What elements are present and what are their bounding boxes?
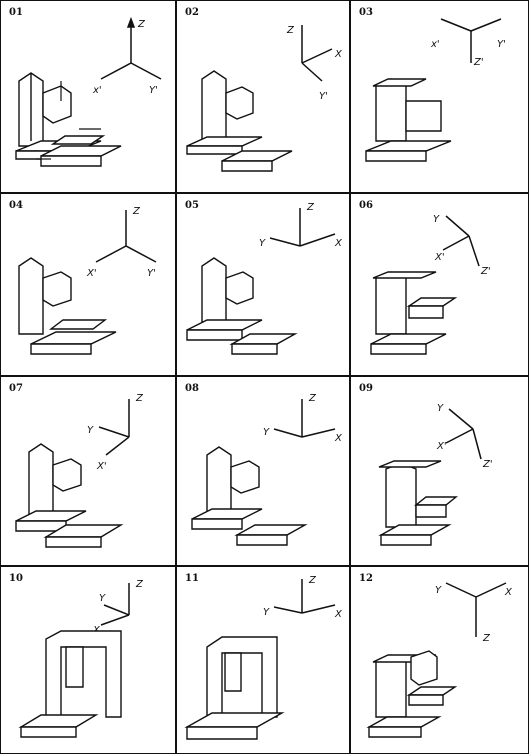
config-cell-02: 02 Z X Y' xyxy=(176,0,350,193)
axis-label-z: Z' xyxy=(473,57,484,68)
axis-label-y: Y' xyxy=(147,268,156,279)
axis-label-x: x' xyxy=(430,39,440,50)
axis-label-y: Y xyxy=(433,214,440,225)
machine-diagram: Z Y X xyxy=(184,575,343,740)
axis-label-z: Z xyxy=(482,633,491,644)
machine-diagram: Y X Z xyxy=(366,582,513,738)
axis-label-x: X xyxy=(334,609,343,620)
axis-label-x: X' xyxy=(436,441,447,452)
axis-label-y: Y' xyxy=(149,85,158,96)
cell-number: 11 xyxy=(185,573,199,584)
axis-label-x: X' xyxy=(434,252,445,263)
cell-number: 10 xyxy=(9,573,23,584)
cell-number: 03 xyxy=(359,7,373,18)
axis-label-z: Z' xyxy=(480,266,491,277)
axis-label-z: Z xyxy=(137,19,146,30)
cell-number: 02 xyxy=(185,7,199,18)
axis-label-z: Z xyxy=(286,25,295,36)
axis-label-y: Y xyxy=(437,403,444,414)
config-cell-12: 12 Y X Z xyxy=(350,566,529,754)
axis-label-y: Y xyxy=(99,593,106,604)
cell-number: 05 xyxy=(185,200,199,211)
axis-label-y: Y' xyxy=(319,91,328,102)
cell-number: 04 xyxy=(9,200,23,211)
config-cell-04: 04 Z X' Y' xyxy=(0,193,176,376)
axis-label-x: X xyxy=(504,587,513,598)
config-cell-09: 09 Y X' Z' xyxy=(350,376,529,566)
machine-diagram: Y X' Z' xyxy=(378,403,493,546)
axis-label-x: X xyxy=(334,238,343,249)
cell-number: 06 xyxy=(359,200,373,211)
axis-label-y: Y xyxy=(87,425,94,436)
config-cell-07: 07 Z Y X' xyxy=(0,376,176,566)
cell-number: 08 xyxy=(185,383,199,394)
axis-label-x: X xyxy=(334,49,343,60)
machine-diagram: Y X' Z' xyxy=(370,214,491,355)
axis-label-z: Z' xyxy=(482,459,493,470)
axis-label-z: Z xyxy=(308,575,317,586)
axis-label-z: Z xyxy=(308,393,317,404)
config-cell-03: 03 x' Y' Z' xyxy=(350,0,529,193)
axis-label-z: Z xyxy=(135,579,144,590)
axis-label-z: Z xyxy=(306,202,315,213)
axis-label-z: Z xyxy=(135,393,144,404)
axis-label-z: Z xyxy=(132,206,141,217)
machine-diagram: Z Y X xyxy=(186,202,343,355)
axis-label-x: X' xyxy=(86,268,97,279)
config-cell-11: 11 Z Y X xyxy=(176,566,350,754)
config-cell-08: 08 Z Y X xyxy=(176,376,350,566)
cell-number: 07 xyxy=(9,383,23,394)
machine-diagram: Z X' Y' xyxy=(18,206,157,355)
axis-label-y: Y xyxy=(259,238,266,249)
machine-diagram: Z x' Y' xyxy=(15,16,162,167)
axis-label-y: Y xyxy=(263,427,270,438)
machine-diagram: x' Y' Z' xyxy=(365,18,506,162)
axis-label-y: Y xyxy=(435,585,442,596)
axis-label-x: X' xyxy=(96,461,107,472)
axis-label-y: Y xyxy=(263,607,270,618)
axis-label-y: Y' xyxy=(497,39,506,50)
machine-diagram: Z X Y' xyxy=(186,25,343,172)
config-cell-10: 10 Z Y X xyxy=(0,566,176,754)
config-cell-06: 06 Y X' Z' xyxy=(350,193,529,376)
machine-diagram: Z Y X xyxy=(18,579,144,738)
config-cell-05: 05 Z Y X xyxy=(176,193,350,376)
machine-diagram: Z Y X xyxy=(191,393,343,546)
cell-number: 01 xyxy=(9,7,23,18)
machine-diagram: Z Y X' xyxy=(15,393,144,548)
axis-label-x: X xyxy=(334,433,343,444)
axis-label-x: x' xyxy=(92,85,102,96)
cell-number: 12 xyxy=(359,573,373,584)
config-cell-01: 01 Z x' Y' xyxy=(0,0,176,193)
cell-number: 09 xyxy=(359,383,373,394)
